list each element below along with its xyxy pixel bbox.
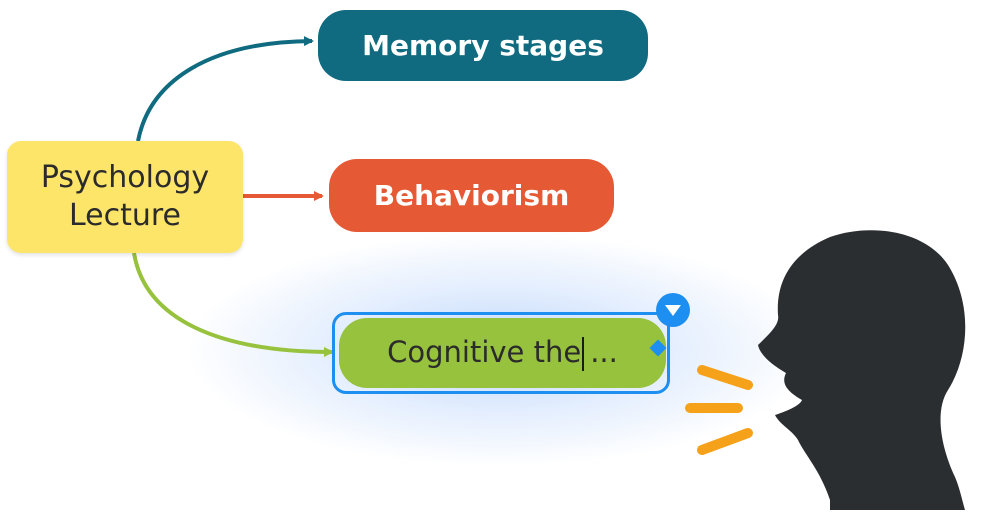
selection-outline [332,312,670,394]
node-menu-button[interactable] [656,293,690,327]
node-memory-stages[interactable]: Memory stages [318,10,648,81]
node-text-input[interactable]: Cognitive the... [387,335,618,371]
triangle-down-icon [665,305,681,316]
connector-memory [136,36,314,142]
root-node[interactable]: Psychology Lecture [7,141,243,253]
node-label: Memory stages [362,29,604,62]
ellipsis-text: ... [590,335,618,369]
speaking-head-icon [685,230,966,510]
node-cognitive-editing[interactable]: Cognitive the... [339,318,666,388]
text-caret [582,337,585,371]
node-behaviorism[interactable]: Behaviorism [329,159,614,232]
node-label: Behaviorism [373,179,570,212]
root-node-label: Psychology Lecture [40,160,210,233]
typed-text: Cognitive the [387,335,582,369]
connector-cognitive [132,252,334,357]
